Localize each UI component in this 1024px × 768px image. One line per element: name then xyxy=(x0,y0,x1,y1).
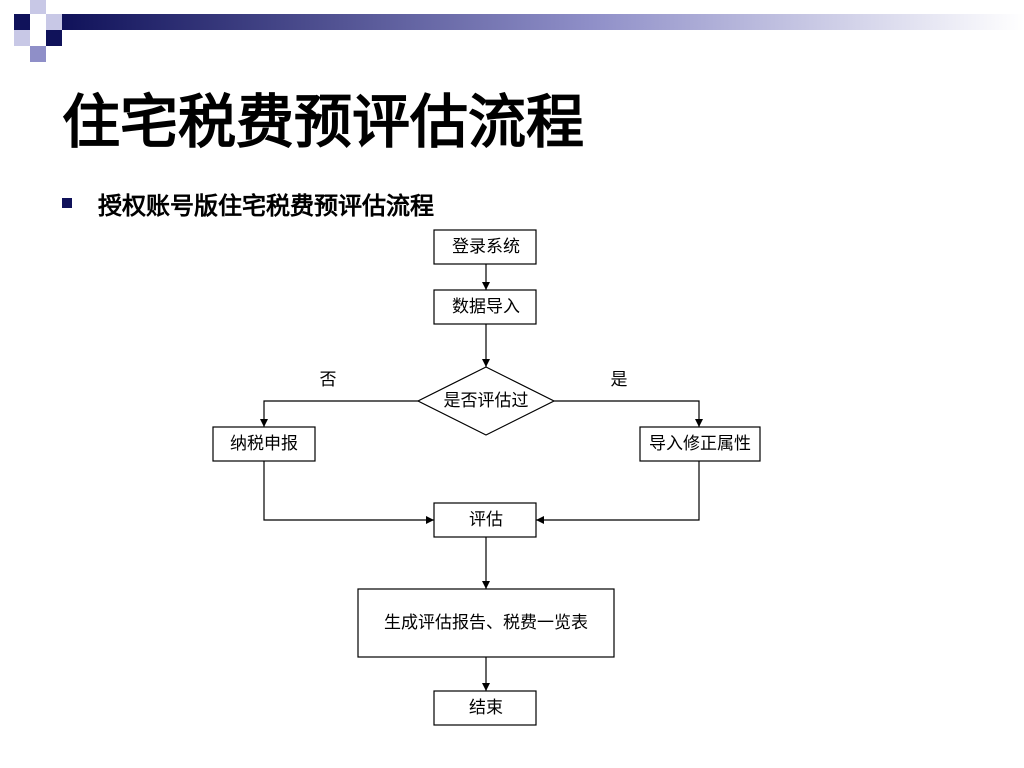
deco-square-lavender-2 xyxy=(46,14,62,30)
node-tax-declare-label: 纳税申报 xyxy=(230,434,298,454)
node-evaluate-label: 评估 xyxy=(469,510,503,530)
deco-square-lavender-3 xyxy=(14,30,30,46)
node-import-data-box xyxy=(433,289,537,325)
node-import-fix-label: 导入修正属性 xyxy=(649,434,751,454)
deco-square-lavender-4 xyxy=(30,46,46,62)
deco-gradient-bar xyxy=(62,14,1024,30)
node-report-box xyxy=(357,588,615,658)
arrow-decision-yes-branch xyxy=(554,400,703,427)
node-import-fix-box xyxy=(639,426,761,462)
square-bullet-icon xyxy=(62,198,72,208)
page-title: 住宅税费预评估流程 xyxy=(62,88,585,156)
node-import-data-label: 数据导入 xyxy=(452,297,520,317)
deco-square-lavender-1 xyxy=(30,0,46,14)
arrow-decision-no-branch xyxy=(260,400,418,427)
deco-square-navy-1 xyxy=(14,14,30,30)
bullet-item: 授权账号版住宅税费预评估流程 xyxy=(62,186,434,220)
branch-label-yes: 是 xyxy=(611,370,628,390)
node-end-box xyxy=(433,690,537,726)
node-report-label: 生成评估报告、税费一览表 xyxy=(384,613,588,633)
node-decision-label: 是否评估过 xyxy=(444,391,529,411)
deco-square-navy-2 xyxy=(46,30,62,46)
arrow-import-fix-to-evaluate xyxy=(536,461,700,524)
node-decision-diamond xyxy=(416,366,556,436)
node-login-box xyxy=(433,229,537,265)
bullet-text: 授权账号版住宅税费预评估流程 xyxy=(98,191,434,220)
header-decoration xyxy=(14,0,1024,62)
branch-label-no: 否 xyxy=(320,370,337,390)
arrow-tax-declare-to-evaluate xyxy=(263,461,434,524)
node-end-label: 结束 xyxy=(469,698,503,718)
node-login-label: 登录系统 xyxy=(452,237,520,257)
